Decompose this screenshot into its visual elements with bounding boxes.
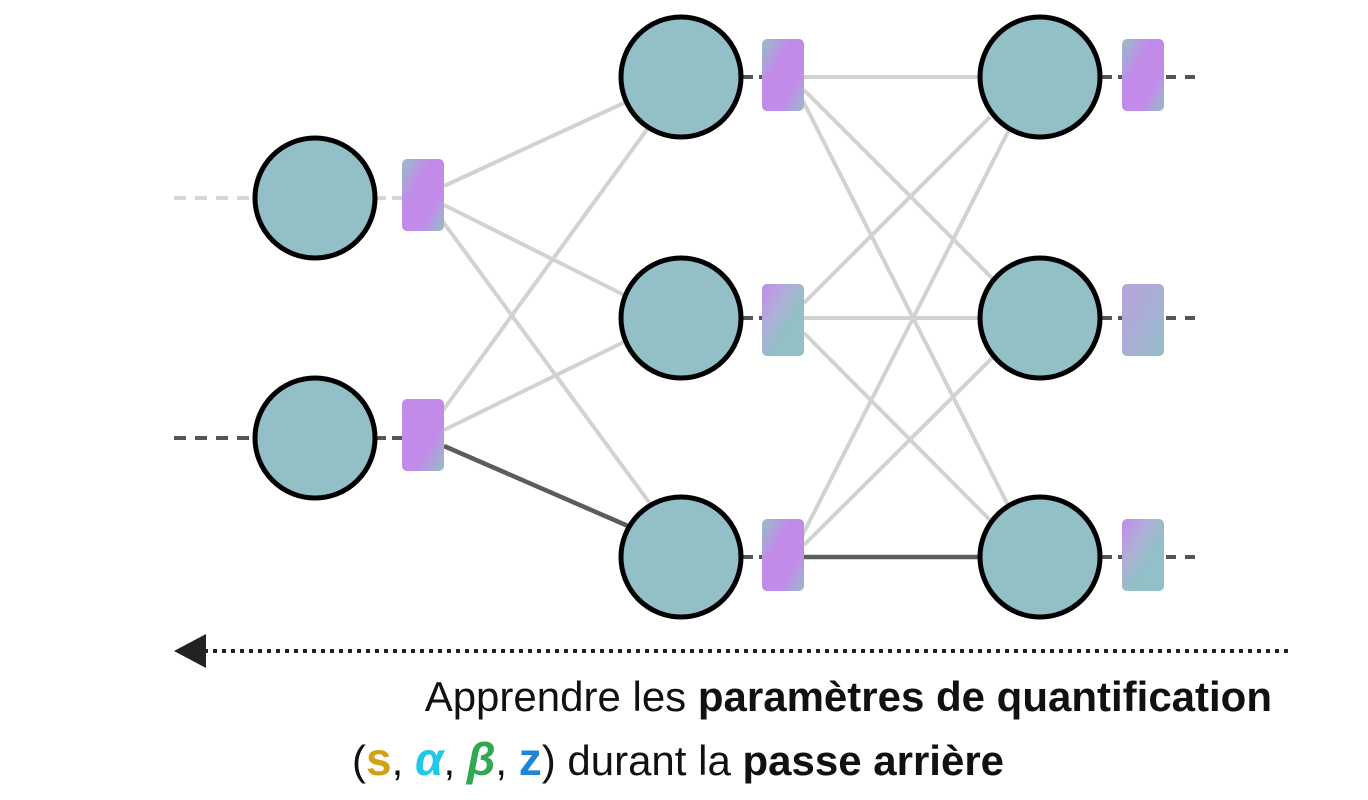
connections-highlighted	[443, 443, 980, 560]
output-dashes	[1166, 75, 1200, 559]
caption-quant-params: paramètres de quantification	[697, 673, 1272, 720]
neurons	[252, 14, 1103, 620]
caption-line-2: (s, α, β, z) durant la passe arrière	[352, 736, 1004, 782]
neuron-stubs	[376, 75, 1124, 559]
symbol-beta: β	[466, 733, 496, 785]
neuron-l1-bottom	[252, 375, 378, 501]
quantizer-l1-bottom	[402, 399, 444, 471]
quantizer-l3-top	[1122, 39, 1164, 111]
symbol-s: s	[366, 733, 392, 785]
caption-comma-2: ,	[443, 737, 467, 784]
neuron-l2-bottom	[618, 494, 744, 620]
quantizer-l2-top	[762, 39, 804, 111]
caption-backward-pass: passe arrière	[742, 737, 1005, 784]
quantizer-l1-top	[402, 159, 444, 231]
arrow-head-left-icon	[174, 634, 206, 668]
quantizer-l2-bottom	[762, 519, 804, 591]
symbol-z: z	[518, 733, 542, 785]
neuron-l3-top	[977, 14, 1103, 140]
quantizer-boxes	[402, 39, 1164, 591]
neuron-l2-mid	[618, 255, 744, 381]
symbol-alpha: α	[414, 733, 444, 785]
quantizer-l2-mid	[762, 284, 804, 356]
backward-pass-arrow	[174, 634, 1292, 668]
caption-comma-1: ,	[391, 737, 415, 784]
caption-comma-3: ,	[495, 737, 519, 784]
connections-layer2-light	[798, 75, 1014, 547]
quantizer-l3-bottom	[1122, 519, 1164, 591]
connections-layer1-light	[434, 100, 656, 511]
caption-prefix: Apprendre les	[424, 673, 698, 720]
caption-during: ) durant la	[541, 737, 743, 784]
neuron-l2-top	[618, 14, 744, 140]
neuron-l3-bottom	[977, 494, 1103, 620]
caption-open-paren: (	[352, 737, 366, 784]
quantizer-l3-mid	[1122, 284, 1164, 356]
caption-line-1: Apprendre les paramètres de quantificati…	[425, 676, 1272, 718]
neuron-l1-top	[252, 135, 378, 261]
neuron-l3-mid	[977, 255, 1103, 381]
